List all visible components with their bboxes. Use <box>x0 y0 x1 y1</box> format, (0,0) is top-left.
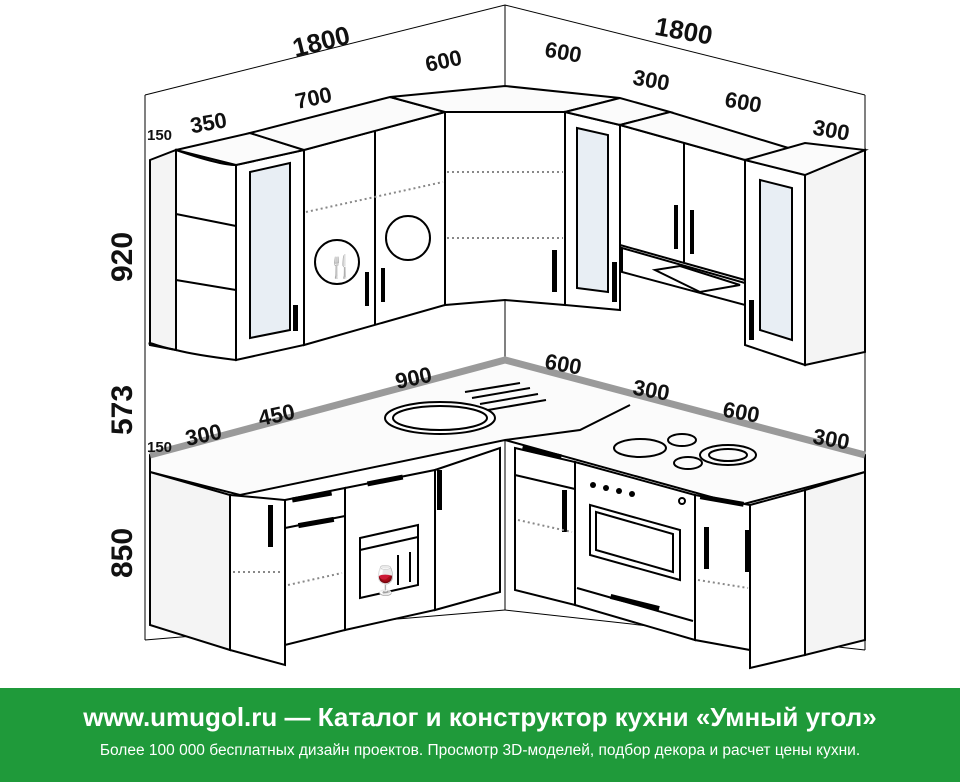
sink-drainer <box>464 382 547 411</box>
dim-upper-left-2: 350 <box>188 107 229 138</box>
countertop <box>149 356 866 507</box>
svg-text:🍴: 🍴 <box>327 254 354 280</box>
dim-upper-left-3: 700 <box>293 82 334 114</box>
dim-upper-height: 920 <box>106 232 139 282</box>
hood-cabinet <box>616 110 796 307</box>
dim-upper-right-1: 600 <box>543 37 584 68</box>
footer-subline: Более 100 000 бесплатных дизайн проектов… <box>99 742 861 759</box>
dim-upper-right-4: 300 <box>811 115 852 146</box>
lower-end-left <box>149 470 286 667</box>
lower-right-cabinets <box>694 470 866 670</box>
glass-cabinet-end <box>741 141 869 367</box>
drawer-cabinet <box>284 486 346 647</box>
cutlery-cabinet: 🍴 <box>246 95 449 347</box>
dim-upper-left-1: 150 <box>147 127 172 144</box>
dim-upper-left-4: 600 <box>423 45 464 77</box>
dim-left-width: 1800 <box>290 20 353 63</box>
corner-lower-left <box>434 446 501 612</box>
footer-headline[interactable]: www.umugol.ru — Каталог и конструктор ку… <box>83 702 877 732</box>
dim-upper-right-2: 300 <box>631 65 672 96</box>
dim-lower-height: 850 <box>106 528 139 578</box>
upper-cabinets: 🍴 <box>148 84 869 367</box>
dishwasher: 🍷 <box>344 468 436 632</box>
oven <box>574 460 696 642</box>
sink <box>384 401 496 435</box>
kitchen-diagram: 🍴 <box>106 4 869 670</box>
dim-upper-right-3: 600 <box>723 87 764 118</box>
hob <box>613 433 757 470</box>
dim-gap-height: 573 <box>106 385 139 435</box>
lower-cabinets: 🍷 <box>149 445 866 670</box>
open-shelf <box>148 148 237 362</box>
corner-lower-right <box>514 445 576 607</box>
footer-banner: www.umugol.ru — Каталог и конструктор ку… <box>0 688 960 782</box>
dim-lower-left-1: 150 <box>147 439 172 456</box>
